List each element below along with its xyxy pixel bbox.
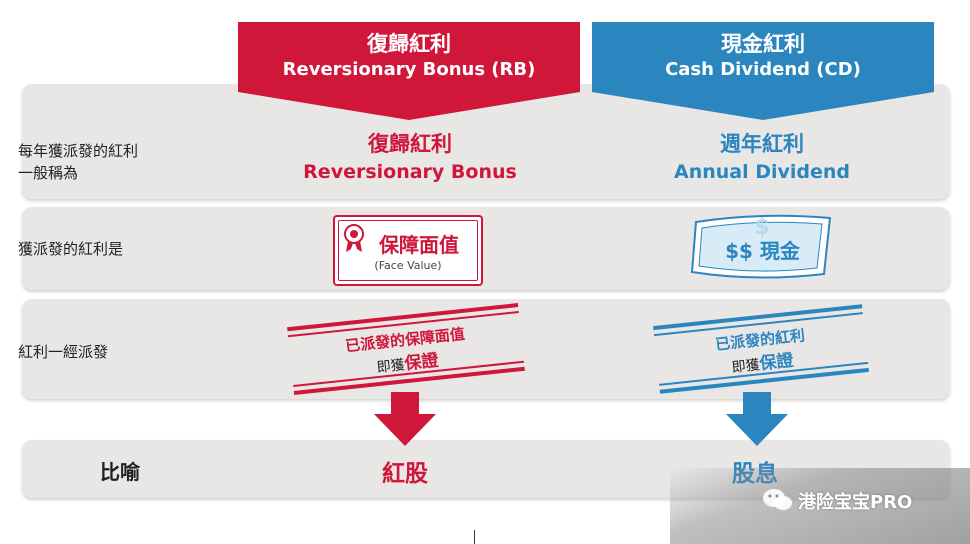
header-cd: 現金紅利 Cash Dividend (CD) <box>592 22 934 82</box>
bottom-divider <box>474 530 475 544</box>
cd-name-zh: 週年紅利 <box>720 132 804 156</box>
watermark-smudge <box>670 468 970 544</box>
header-rb: 復歸紅利 Reversionary Bonus (RB) <box>238 22 580 82</box>
row-form-label: 獲派發的紅利是 <box>18 240 124 258</box>
cd-down-arrow-icon <box>726 392 788 446</box>
row-name-label: 每年獲派發的紅利 一般稱為 <box>18 140 138 184</box>
header-rb-title-en: Reversionary Bonus (RB) <box>282 59 536 80</box>
wechat-icon <box>763 489 792 510</box>
header-rb-title-zh: 復歸紅利 <box>367 32 451 56</box>
rb-name-en: Reversionary Bonus <box>303 161 517 183</box>
rb-name: 復歸紅利 Reversionary Bonus <box>260 130 560 186</box>
watermark-text: 港险宝宝PRO <box>798 492 913 513</box>
award-ribbon-icon <box>344 224 364 252</box>
row-analogy-label: 比喻 <box>100 460 140 484</box>
face-value-title: 保障面值 <box>379 233 459 257</box>
rb-analogy: 紅股 <box>382 461 428 487</box>
cd-name-en: Annual Dividend <box>673 161 851 183</box>
rb-down-arrow-icon <box>374 392 436 446</box>
cd-name: 週年紅利 Annual Dividend <box>612 130 912 186</box>
cash-text: $$ 現金 <box>725 239 800 263</box>
header-cd-title-en: Cash Dividend (CD) <box>665 59 861 80</box>
header-banners <box>238 22 934 120</box>
row-name-label-line1: 每年獲派發的紅利 <box>18 142 139 160</box>
svg-text:$: $ <box>754 215 769 240</box>
face-value-subtitle: (Face Value) <box>374 259 442 272</box>
row-guarantee-label: 紅利一經派發 <box>18 343 109 361</box>
face-value-certificate: 保障面值 (Face Value) <box>333 215 483 286</box>
rb-name-zh: 復歸紅利 <box>368 132 452 156</box>
header-cd-title-zh: 現金紅利 <box>721 32 805 56</box>
row-name-label-line2: 一般稱為 <box>18 164 79 182</box>
cash-banknote-icon: $ <box>690 214 832 279</box>
